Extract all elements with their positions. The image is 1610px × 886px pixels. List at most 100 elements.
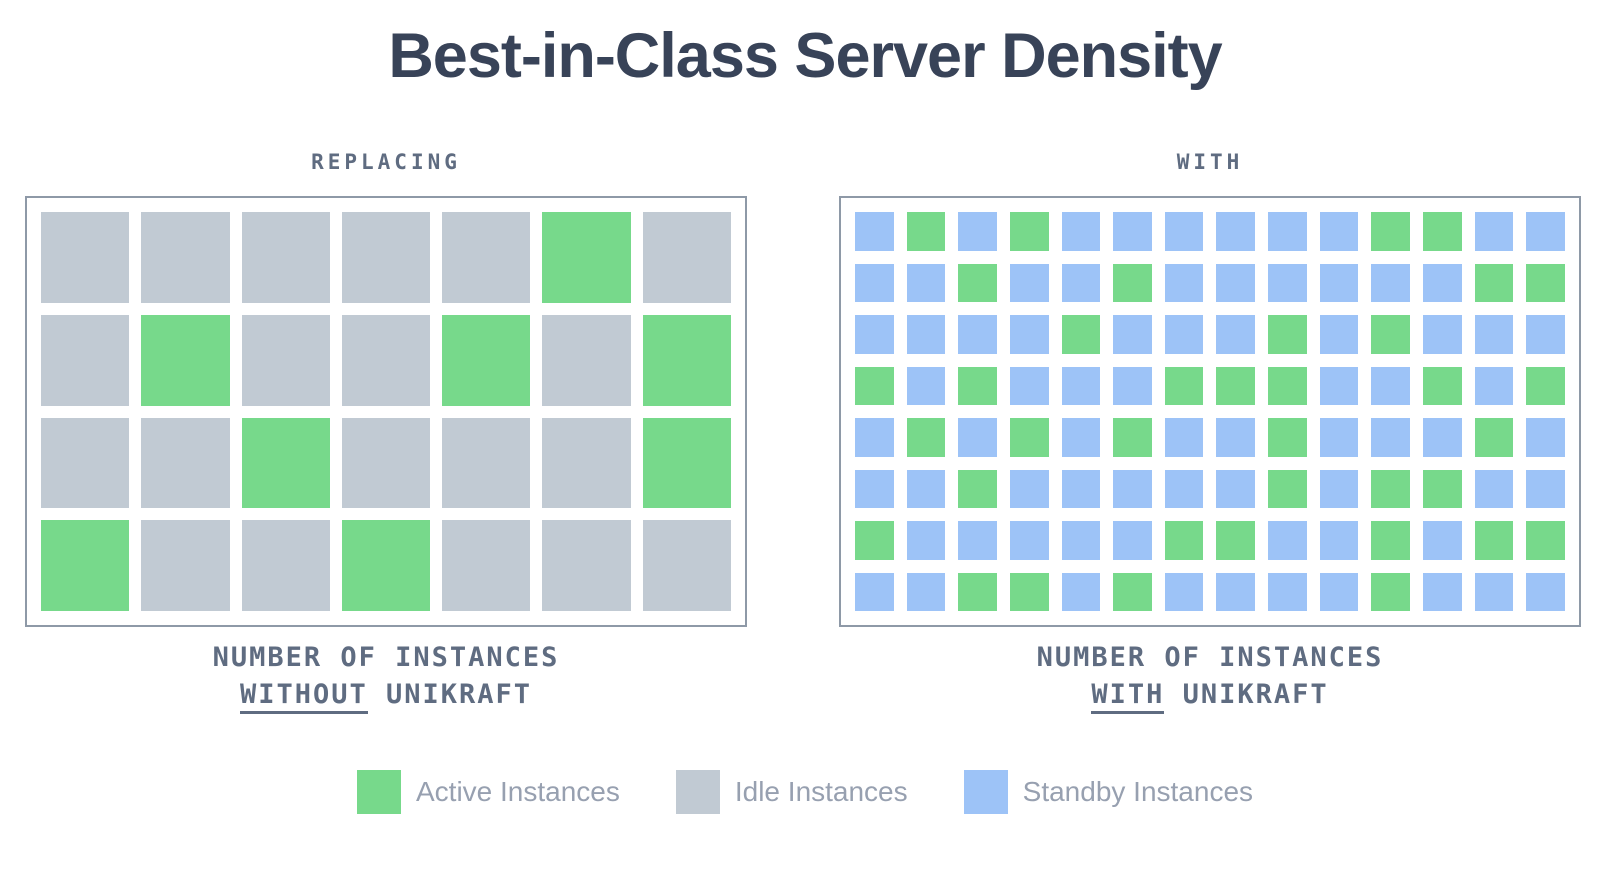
standby-instance-cell (1164, 212, 1204, 251)
active-instance-cell (1009, 418, 1049, 457)
standby-instance-cell (1371, 263, 1411, 302)
caption-underlined-word: WITHOUT (239, 680, 368, 714)
standby-instance-cell (855, 263, 894, 302)
active-instance-cell (1268, 418, 1307, 457)
idle-instance-cell (141, 417, 230, 509)
active-instance-cell (1164, 521, 1204, 560)
caption-line2: WITH UNIKRAFT (839, 676, 1581, 714)
idle-instance-cell (442, 520, 531, 611)
standby-instance-cell (1061, 469, 1101, 508)
active-swatch-icon (356, 770, 401, 814)
standby-instance-cell (1319, 521, 1359, 560)
standby-instance-cell (1319, 366, 1359, 405)
standby-instance-cell (1319, 469, 1359, 508)
idle-instance-cell (41, 212, 130, 303)
active-instance-cell (1216, 521, 1256, 560)
standby-instance-cell (1061, 212, 1101, 251)
caption-line1: NUMBER OF INSTANCES (1036, 642, 1384, 673)
caption-with-unikraft: NUMBER OF INSTANCES WITH UNIKRAFT (839, 639, 1581, 714)
active-instance-cell (958, 572, 997, 611)
panel-without-unikraft: REPLACING NUMBER OF INSTANCES WITHOUT UN… (25, 150, 747, 714)
active-instance-cell (1423, 366, 1462, 405)
active-instance-cell (1371, 572, 1411, 611)
with-unikraft-grid (855, 212, 1565, 611)
standby-instance-cell (1474, 315, 1514, 354)
active-instance-cell (855, 521, 894, 560)
active-instance-cell (958, 263, 997, 302)
legend-item-active: Active Instances (356, 770, 620, 814)
idle-instance-cell (341, 212, 431, 303)
standby-instance-cell (1164, 315, 1204, 354)
standby-instance-cell (1268, 263, 1307, 302)
standby-instance-cell (1268, 572, 1307, 611)
active-instance-cell (1526, 263, 1565, 302)
active-instance-cell (958, 366, 997, 405)
active-instance-cell (1268, 315, 1307, 354)
active-instance-cell (642, 314, 731, 406)
caption-line1: NUMBER OF INSTANCES (212, 642, 560, 673)
idle-instance-cell (442, 417, 531, 509)
idle-instance-cell (542, 520, 631, 611)
standby-instance-cell (1216, 572, 1256, 611)
standby-instance-cell (906, 469, 946, 508)
active-instance-cell (1268, 366, 1307, 405)
standby-instance-cell (1009, 315, 1049, 354)
without-unikraft-grid (41, 212, 731, 611)
standby-instance-cell (1216, 315, 1256, 354)
active-instance-cell (855, 366, 894, 405)
standby-instance-cell (1113, 366, 1152, 405)
standby-instance-cell (1113, 521, 1152, 560)
standby-instance-cell (855, 418, 894, 457)
caption-line2: WITHOUT UNIKRAFT (25, 676, 747, 714)
active-instance-cell (341, 520, 431, 611)
idle-instance-cell (542, 417, 631, 509)
standby-instance-cell (1061, 366, 1101, 405)
standby-instance-cell (1164, 572, 1204, 611)
standby-instance-cell (1009, 469, 1049, 508)
active-instance-cell (1113, 263, 1152, 302)
panel-label-with: WITH (1176, 150, 1244, 174)
standby-instance-cell (1319, 572, 1359, 611)
active-instance-cell (1371, 212, 1411, 251)
standby-instance-cell (1319, 418, 1359, 457)
active-instance-cell (1268, 469, 1307, 508)
standby-instance-cell (1009, 366, 1049, 405)
standby-instance-cell (958, 418, 997, 457)
active-instance-cell (1423, 469, 1462, 508)
standby-instance-cell (1474, 366, 1514, 405)
standby-instance-cell (1164, 418, 1204, 457)
active-instance-cell (1526, 366, 1565, 405)
standby-instance-cell (1061, 418, 1101, 457)
idle-instance-cell (41, 314, 130, 406)
idle-instance-cell (141, 520, 230, 611)
standby-instance-cell (1423, 315, 1462, 354)
active-instance-cell (1061, 315, 1101, 354)
standby-instance-cell (1164, 263, 1204, 302)
idle-instance-cell (241, 314, 330, 406)
standby-instance-cell (1113, 469, 1152, 508)
active-instance-cell (906, 418, 946, 457)
idle-instance-cell (41, 417, 130, 509)
with-unikraft-box (839, 196, 1581, 627)
active-instance-cell (1371, 521, 1411, 560)
active-instance-cell (958, 469, 997, 508)
standby-instance-cell (1526, 572, 1565, 611)
standby-instance-cell (1113, 315, 1152, 354)
standby-instance-cell (1061, 263, 1101, 302)
active-instance-cell (41, 520, 130, 611)
standby-instance-cell (906, 366, 946, 405)
standby-instance-cell (958, 212, 997, 251)
standby-instance-cell (1474, 212, 1514, 251)
standby-instance-cell (1371, 418, 1411, 457)
idle-instance-cell (141, 212, 230, 303)
legend: Active Instances Idle Instances Standby … (0, 770, 1610, 814)
idle-instance-cell (241, 520, 330, 611)
legend-label-active: Active Instances (415, 776, 620, 807)
standby-instance-cell (906, 315, 946, 354)
legend-label-idle: Idle Instances (734, 776, 908, 807)
standby-instance-cell (1061, 521, 1101, 560)
caption-underlined-word: WITH (1091, 680, 1165, 714)
standby-instance-cell (1319, 263, 1359, 302)
active-instance-cell (1371, 315, 1411, 354)
active-instance-cell (1474, 263, 1514, 302)
